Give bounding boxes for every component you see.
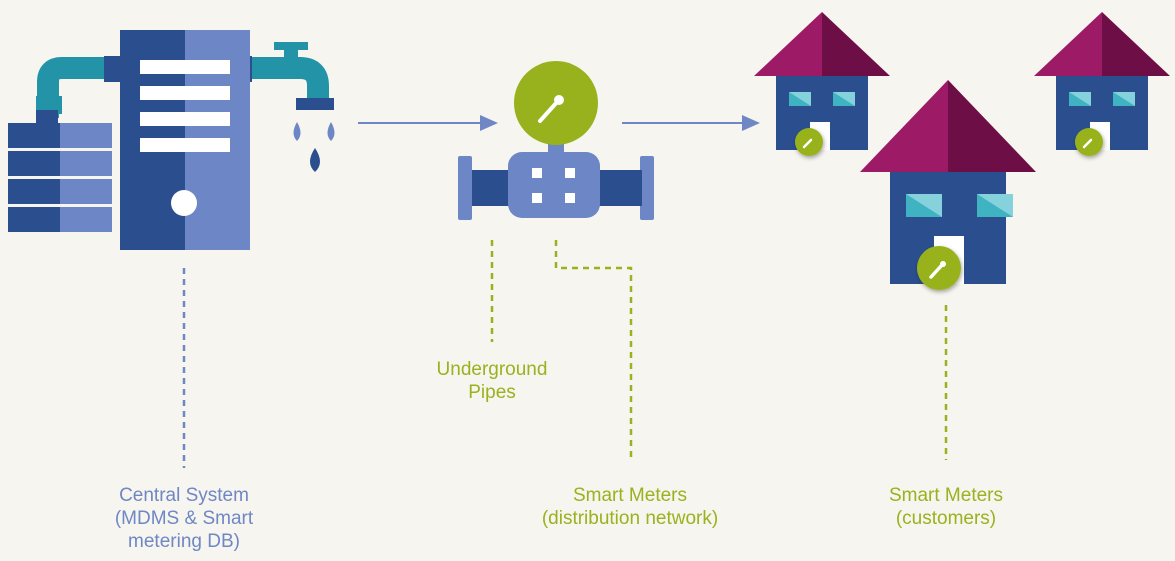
underground-pipes-label-line-1: Underground: [436, 359, 548, 380]
central-system-label-line-1: Central System: [119, 485, 249, 506]
customer-meters-label-line-2: (customers): [895, 508, 997, 529]
pipe-meter-icon: [458, 61, 654, 220]
customer-meters-label: Smart Meters (customers): [856, 484, 1036, 530]
server-tap-icon: [8, 30, 335, 250]
distribution-meters-label-line-1: Smart Meters: [572, 485, 688, 506]
central-system-label-line-3: metering DB): [128, 531, 240, 552]
underground-pipes-label-line-2: Pipes: [468, 382, 516, 403]
house-with-meter-icon: [754, 12, 890, 156]
house-with-meter-icon: [1034, 12, 1170, 156]
distribution-meters-label-line-2: (distribution network): [541, 508, 719, 529]
central-system-label: Central System (MDMS & Smart metering DB…: [89, 484, 279, 553]
central-system-label-line-2: (MDMS & Smart: [114, 508, 254, 529]
underground-pipes-label: Underground Pipes: [407, 358, 577, 404]
customer-meters-label-line-1: Smart Meters: [888, 485, 1004, 506]
distribution-meters-connector: [554, 240, 633, 460]
distribution-meters-label: Smart Meters (distribution network): [505, 484, 755, 530]
house-with-meter-icon: [860, 80, 1036, 290]
